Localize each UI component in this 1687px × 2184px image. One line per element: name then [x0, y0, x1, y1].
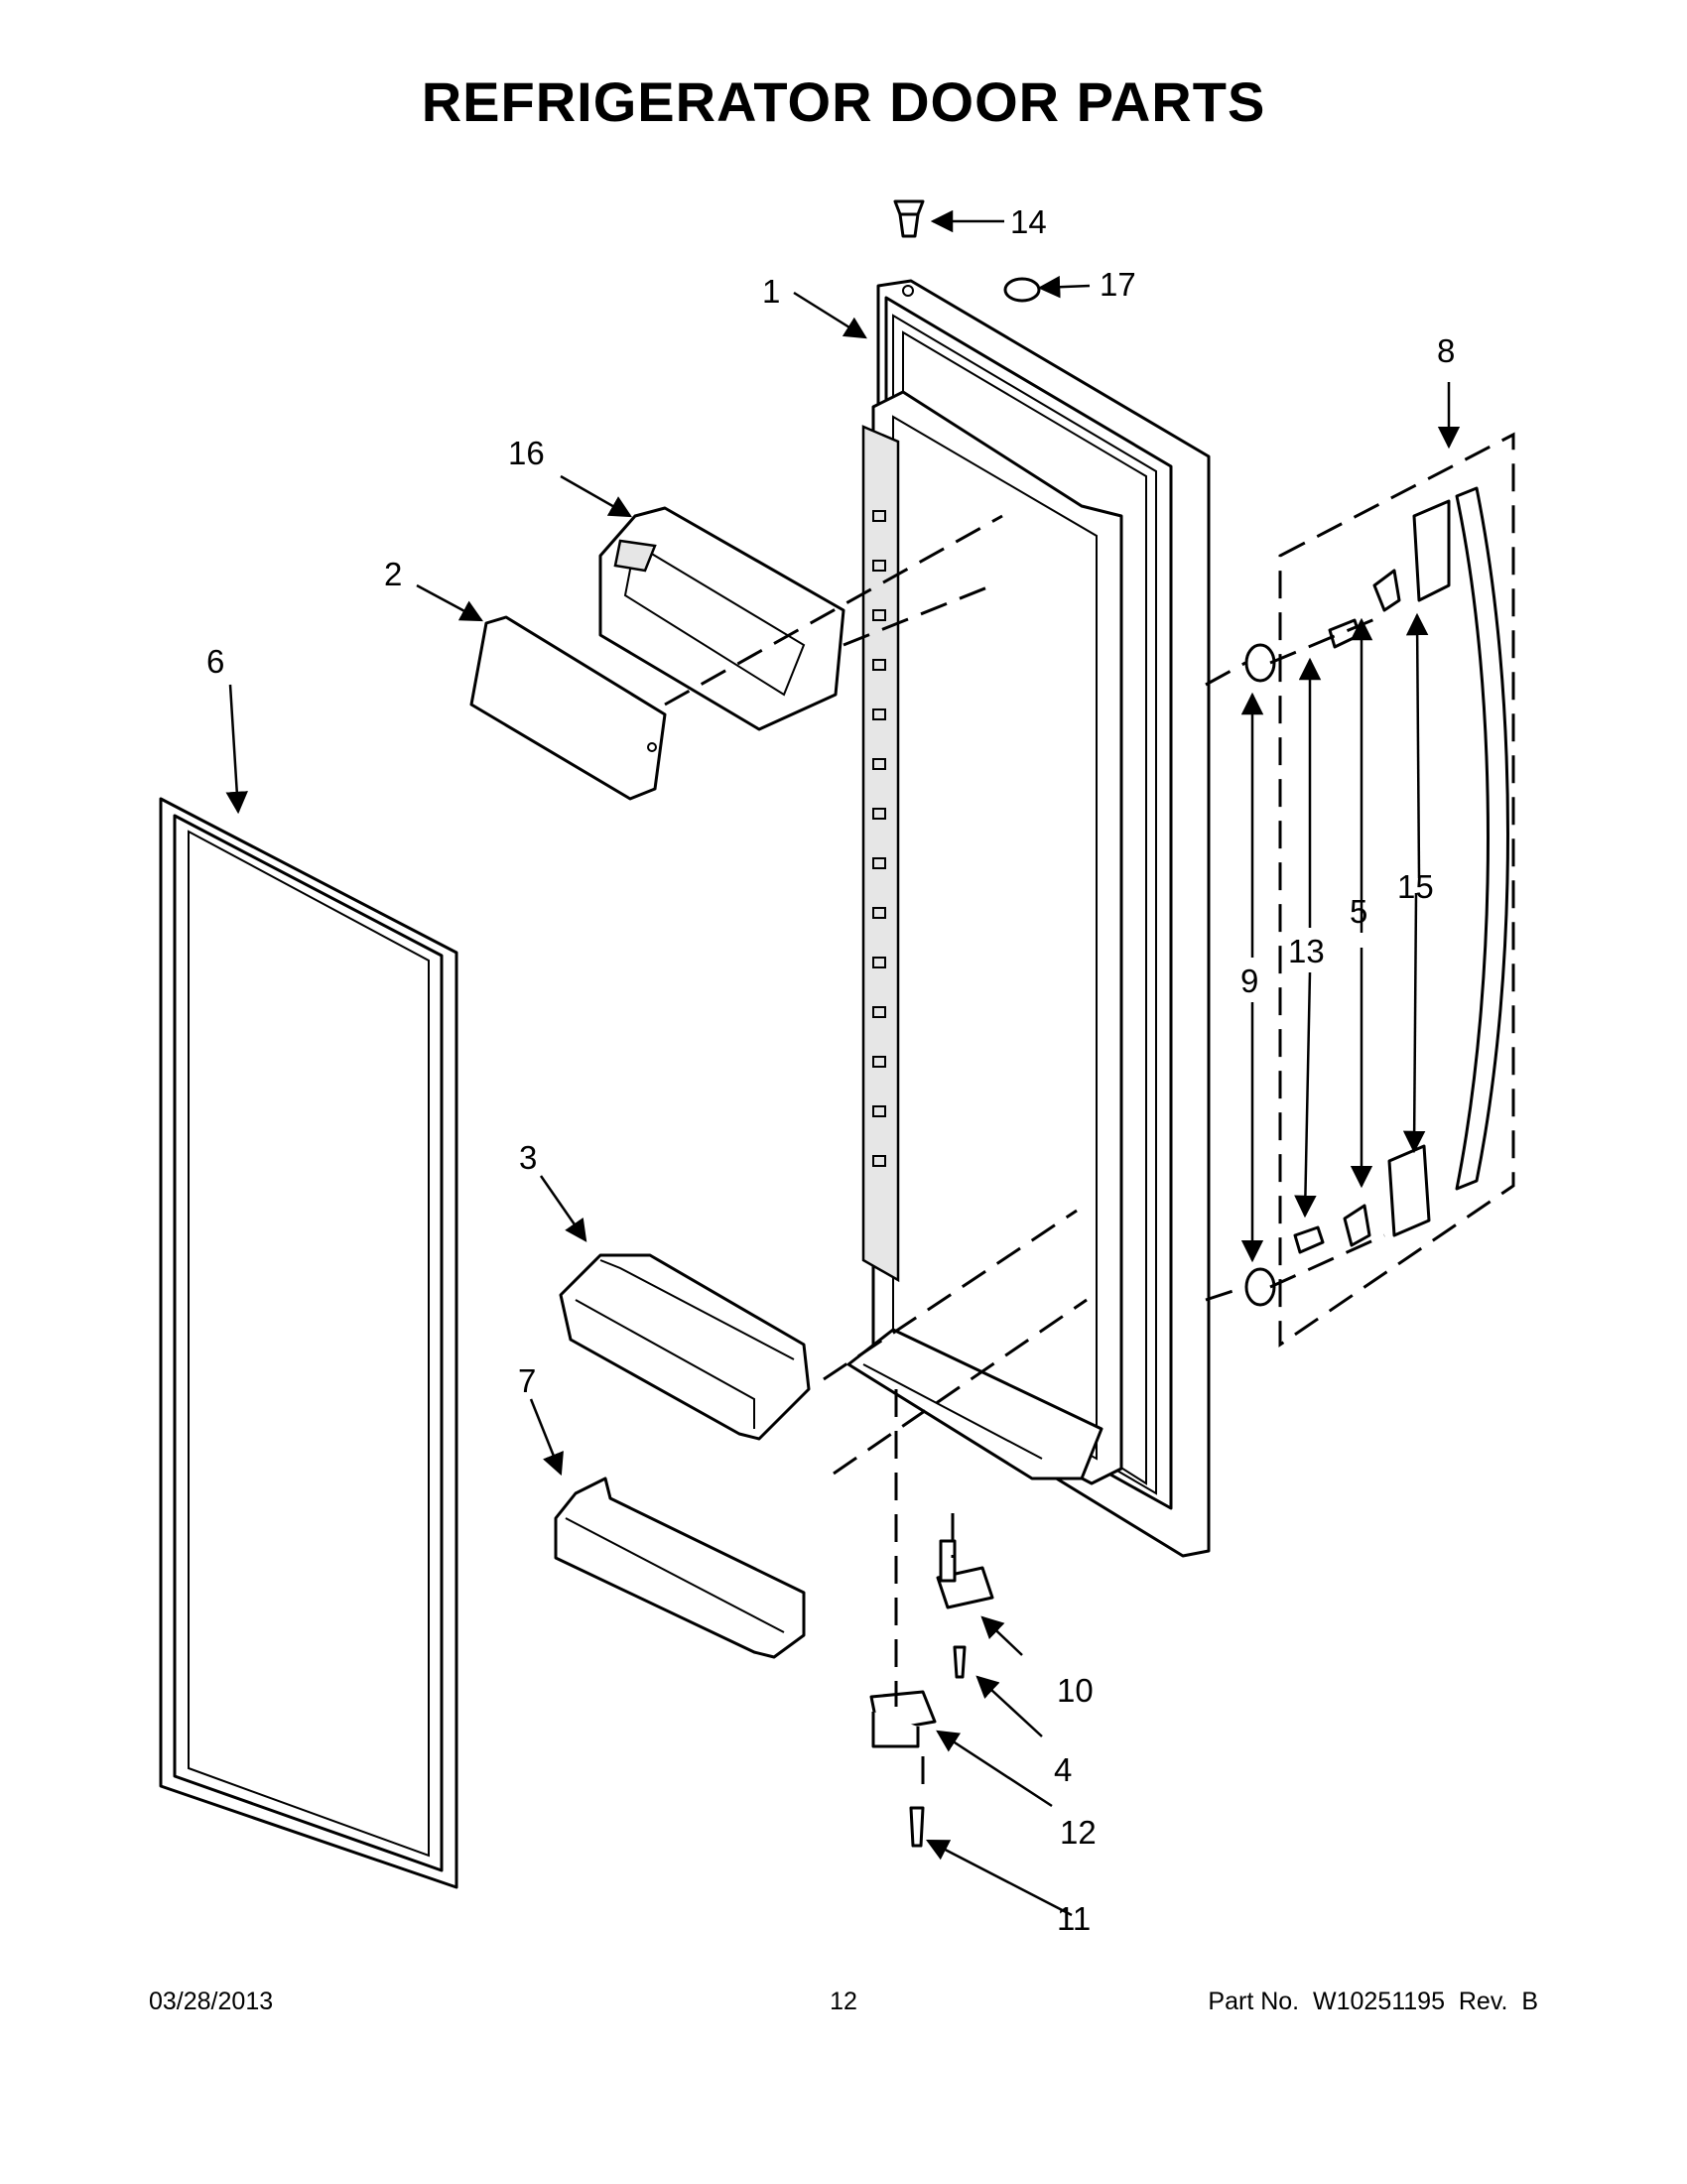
door-liner	[846, 279, 1211, 1558]
callout-2: 2	[384, 556, 402, 592]
handle-clip-bottom	[1343, 1204, 1371, 1247]
callout-9: 9	[1240, 963, 1258, 999]
callout-5: 5	[1350, 893, 1367, 930]
callout-12: 12	[1060, 1814, 1097, 1851]
mount-screw-bottom	[1293, 1225, 1325, 1254]
callout-14: 14	[1010, 203, 1047, 240]
handle-cap-top	[1412, 499, 1451, 602]
lower-door-bin	[554, 1477, 806, 1659]
callout-15: 15	[1397, 868, 1434, 905]
callout-1: 1	[762, 273, 780, 310]
handle-cap-bottom	[1387, 1144, 1431, 1237]
callout-3: 3	[519, 1139, 537, 1176]
shelf-tabs	[872, 510, 886, 1167]
dairy-bin-frame	[598, 506, 845, 731]
washer-ring	[1003, 277, 1041, 303]
hinge-screw	[953, 1645, 967, 1679]
callout-7: 7	[518, 1362, 536, 1399]
top-plug	[893, 199, 925, 238]
handle-clip-top	[1372, 569, 1401, 612]
footer-page-number: 12	[830, 1988, 857, 2015]
bracket-screw	[909, 1806, 925, 1848]
leader-arrows	[225, 209, 1461, 1917]
callout-13: 13	[1288, 933, 1325, 969]
footer-part-number: Part No. W10251195 Rev. B	[1208, 1988, 1538, 2015]
callout-8: 8	[1437, 332, 1455, 369]
hinge-bracket	[869, 1690, 937, 1748]
callout-17: 17	[1100, 266, 1136, 303]
callout-6: 6	[206, 643, 224, 680]
door-bin	[559, 1253, 811, 1441]
handle-kit-box	[1278, 432, 1515, 1348]
callout-16: 16	[508, 435, 545, 471]
door-handle	[1455, 486, 1509, 1191]
callout-11: 11	[1057, 1900, 1091, 1937]
callout-4: 4	[1054, 1751, 1072, 1788]
footer-date: 03/28/2013	[149, 1988, 274, 2015]
end-caps	[1244, 643, 1276, 1307]
door-gasket	[159, 797, 458, 1889]
hinge-bushing	[936, 1539, 994, 1609]
dairy-door	[469, 615, 667, 801]
page-title: REFRIGERATOR DOOR PARTS	[421, 70, 1266, 133]
callout-10: 10	[1057, 1672, 1094, 1709]
mount-screw-top	[1328, 618, 1362, 649]
